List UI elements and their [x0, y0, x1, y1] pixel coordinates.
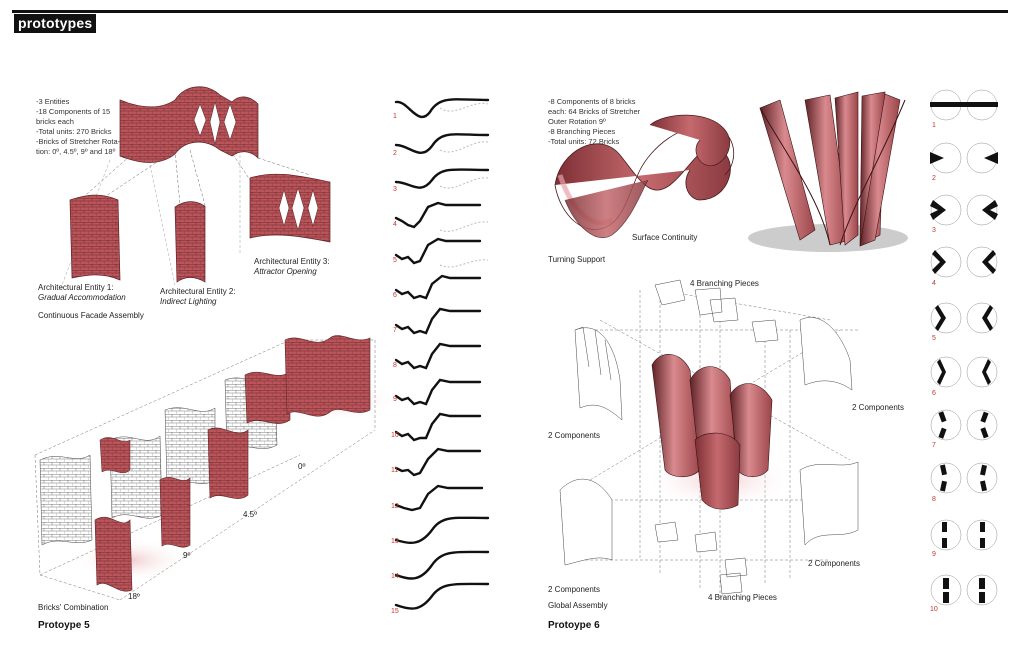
- branching-pieces-top-label: 4 Branching Pieces: [690, 279, 759, 288]
- entity1-label: Architectural Entity 1: Gradual Accommod…: [38, 283, 126, 303]
- entity1-subtitle: Gradual Accommodation: [38, 293, 126, 302]
- entity3-title: Architectural Entity 3:: [254, 257, 330, 266]
- facade-label: Continuous Facade Assembly: [38, 311, 144, 320]
- prototype6-notes: -8 Components of 8 bricks each: 64 Brick…: [548, 97, 668, 147]
- prototype6-note: Outer Rotation 9º: [548, 117, 606, 126]
- rotation-step-number: 8: [932, 496, 936, 503]
- prototype5-name: Protoype 5: [38, 620, 90, 631]
- rotation-bars: [930, 102, 998, 603]
- rotation-step-number: 9: [932, 551, 936, 558]
- angle-label-0: 0º: [298, 462, 306, 471]
- turning-support-drawing: [554, 114, 734, 238]
- entity2-label: Architectural Entity 2: Indirect Lightin…: [160, 287, 236, 307]
- facade-assembly-drawing: [59, 86, 331, 291]
- combination-label: Bricks' Combination: [38, 603, 109, 612]
- curve-step-number: 9: [393, 396, 397, 403]
- components-right-label: 2 Components: [852, 403, 905, 412]
- components-left-label: 2 Components: [548, 431, 601, 440]
- prototype6-note: each: 64 Bricks of Stretcher: [548, 107, 641, 116]
- rotation-step-number: 2: [932, 175, 936, 182]
- curve-step-number: 2: [393, 150, 397, 157]
- rotation-step-number: 7: [932, 442, 936, 449]
- branching-pieces-bottom-label: 4 Branching Pieces: [708, 593, 777, 602]
- rotation-step-number: 3: [932, 227, 936, 234]
- entity2-subtitle: Indirect Lighting: [160, 297, 217, 306]
- entity3-label: Architectural Entity 3: Attractor Openin…: [254, 257, 330, 277]
- entity2-title: Architectural Entity 2:: [160, 287, 236, 296]
- header-rule: [12, 10, 1008, 13]
- prototype5-notes: -3 Entities -18 Components of 15 bricks …: [36, 97, 146, 157]
- prototype5-note: -Bricks of Stretcher Rota-: [36, 137, 121, 146]
- prototype5-note: tion: 0º, 4.5º, 9º and 18º: [36, 147, 116, 156]
- curve-step-number: 10: [391, 432, 399, 439]
- entity3-subtitle: Attractor Opening: [254, 267, 317, 276]
- prototype6-name: Protoype 6: [548, 620, 600, 631]
- entity1-title: Architectural Entity 1:: [38, 283, 114, 292]
- curve-step-number: 12: [391, 503, 399, 510]
- bricks-combination-drawing: [34, 335, 400, 601]
- curve-step-number: 3: [393, 186, 397, 193]
- rotation-step-number: 4: [932, 280, 936, 287]
- page-title: prototypes: [14, 14, 97, 33]
- curve-step-number: 6: [393, 292, 397, 299]
- angle-label-4-5: 4.5º: [243, 510, 258, 519]
- components-bottom-left-label: 2 Components: [548, 585, 601, 594]
- prototype6-note: -Total units: 72 Bricks: [548, 137, 620, 146]
- surface-continuity-label: Surface Continuity: [632, 233, 698, 242]
- curve-steps-ghost: [439, 102, 489, 268]
- curve-step-number: 8: [393, 362, 397, 369]
- curve-step-number: 11: [391, 467, 399, 474]
- rotation-diagrams: [930, 89, 998, 606]
- prototype5-note: bricks each: [36, 117, 74, 126]
- curve-steps-drawing: [394, 98, 490, 610]
- rotation-step-number: 1: [932, 122, 936, 129]
- rotation-step-number: 5: [932, 335, 936, 342]
- prototype5-note: -3 Entities: [36, 97, 70, 106]
- turning-support-label: Turning Support: [548, 255, 606, 264]
- global-assembly-label: Global Assembly: [548, 601, 608, 610]
- angle-label-18: 18º: [128, 592, 140, 601]
- global-assembly-center: [645, 354, 795, 510]
- columns-render: [748, 91, 908, 252]
- curve-step-number: 14: [391, 573, 399, 580]
- prototype6-note: -8 Branching Pieces: [548, 127, 616, 136]
- curve-step-number: 4: [393, 221, 397, 228]
- rotation-step-number: 10: [930, 606, 938, 613]
- curve-step-number: 7: [393, 327, 397, 334]
- rotation-step-number: 6: [932, 390, 936, 397]
- prototype5-note: -18 Components of 15: [36, 107, 111, 116]
- curve-step-number: 5: [393, 257, 397, 264]
- curve-step-number: 13: [391, 538, 399, 545]
- angle-label-9: 9º: [183, 551, 191, 560]
- curve-step-number: 1: [393, 113, 397, 120]
- prototype5-note: -Total units: 270 Bricks: [36, 127, 112, 136]
- curve-step-number: 15: [391, 608, 399, 615]
- components-bottom-right-label: 2 Components: [808, 559, 861, 568]
- prototype6-note: -8 Components of 8 bricks: [548, 97, 636, 106]
